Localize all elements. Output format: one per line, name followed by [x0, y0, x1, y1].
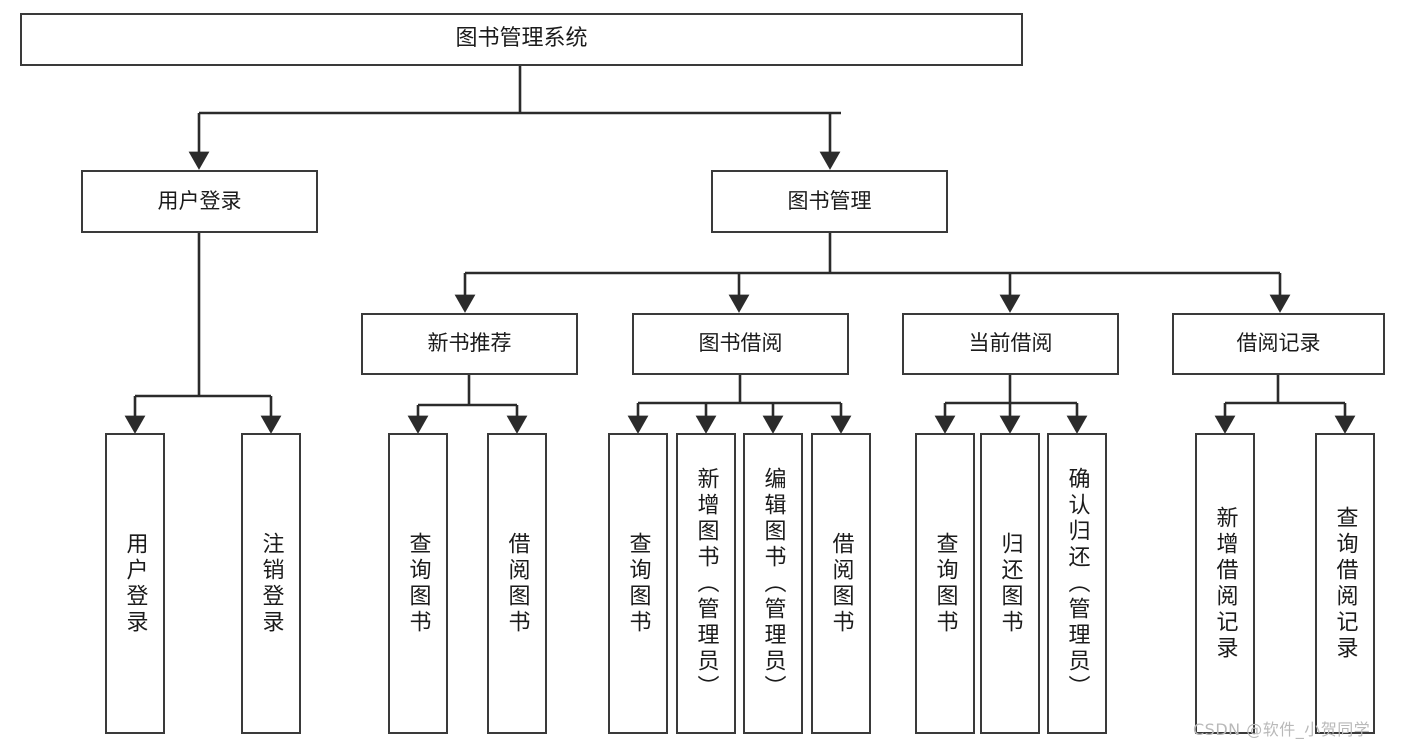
node-label: 借阅图书	[828, 531, 854, 636]
node-label: 查询图书	[932, 531, 958, 636]
node-label: 新增图书（管理员）	[693, 466, 719, 701]
node-borrow-record[interactable]: 借阅记录	[1172, 313, 1385, 375]
leaf-user-login-login[interactable]: 用户登录	[105, 433, 165, 734]
leaf-current-query-book[interactable]: 查询图书	[915, 433, 975, 734]
node-label: 用户登录	[157, 188, 242, 213]
node-current-borrow[interactable]: 当前借阅	[902, 313, 1119, 375]
node-label: 查询借阅记录	[1332, 505, 1358, 662]
node-label: 编辑图书（管理员）	[760, 466, 786, 701]
leaf-borrow-query-book[interactable]: 查询图书	[608, 433, 668, 734]
node-label: 图书借阅	[698, 331, 783, 356]
node-label: 借阅图书	[504, 531, 530, 636]
leaf-current-return-book[interactable]: 归还图书	[980, 433, 1040, 734]
node-new-book-recommend[interactable]: 新书推荐	[361, 313, 578, 375]
node-user-login[interactable]: 用户登录	[81, 170, 318, 233]
node-label: 借阅记录	[1236, 331, 1321, 356]
node-label: 查询图书	[405, 531, 431, 636]
leaf-recommend-query-book[interactable]: 查询图书	[388, 433, 448, 734]
node-book-borrow[interactable]: 图书借阅	[632, 313, 849, 375]
node-label: 归还图书	[997, 531, 1023, 636]
node-label: 图书管理系统	[455, 26, 588, 52]
node-label: 新书推荐	[427, 331, 512, 356]
node-label: 用户登录	[122, 531, 148, 636]
leaf-current-confirm-return-admin[interactable]: 确认归还（管理员）	[1047, 433, 1107, 734]
leaf-user-login-logout[interactable]: 注销登录	[241, 433, 301, 734]
node-label: 查询图书	[625, 531, 651, 636]
node-label: 注销登录	[258, 531, 284, 636]
leaf-borrow-borrow-book[interactable]: 借阅图书	[811, 433, 871, 734]
leaf-borrow-add-book-admin[interactable]: 新增图书（管理员）	[676, 433, 736, 734]
node-root-system[interactable]: 图书管理系统	[20, 13, 1023, 66]
leaf-recommend-borrow-book[interactable]: 借阅图书	[487, 433, 547, 734]
node-book-management[interactable]: 图书管理	[711, 170, 948, 233]
node-label: 新增借阅记录	[1212, 505, 1238, 662]
leaf-borrow-edit-book-admin[interactable]: 编辑图书（管理员）	[743, 433, 803, 734]
node-label: 图书管理	[787, 188, 872, 213]
leaf-record-add-record[interactable]: 新增借阅记录	[1195, 433, 1255, 734]
leaf-record-query-record[interactable]: 查询借阅记录	[1315, 433, 1375, 734]
node-label: 当前借阅	[968, 331, 1053, 356]
node-label: 确认归还（管理员）	[1064, 466, 1090, 701]
